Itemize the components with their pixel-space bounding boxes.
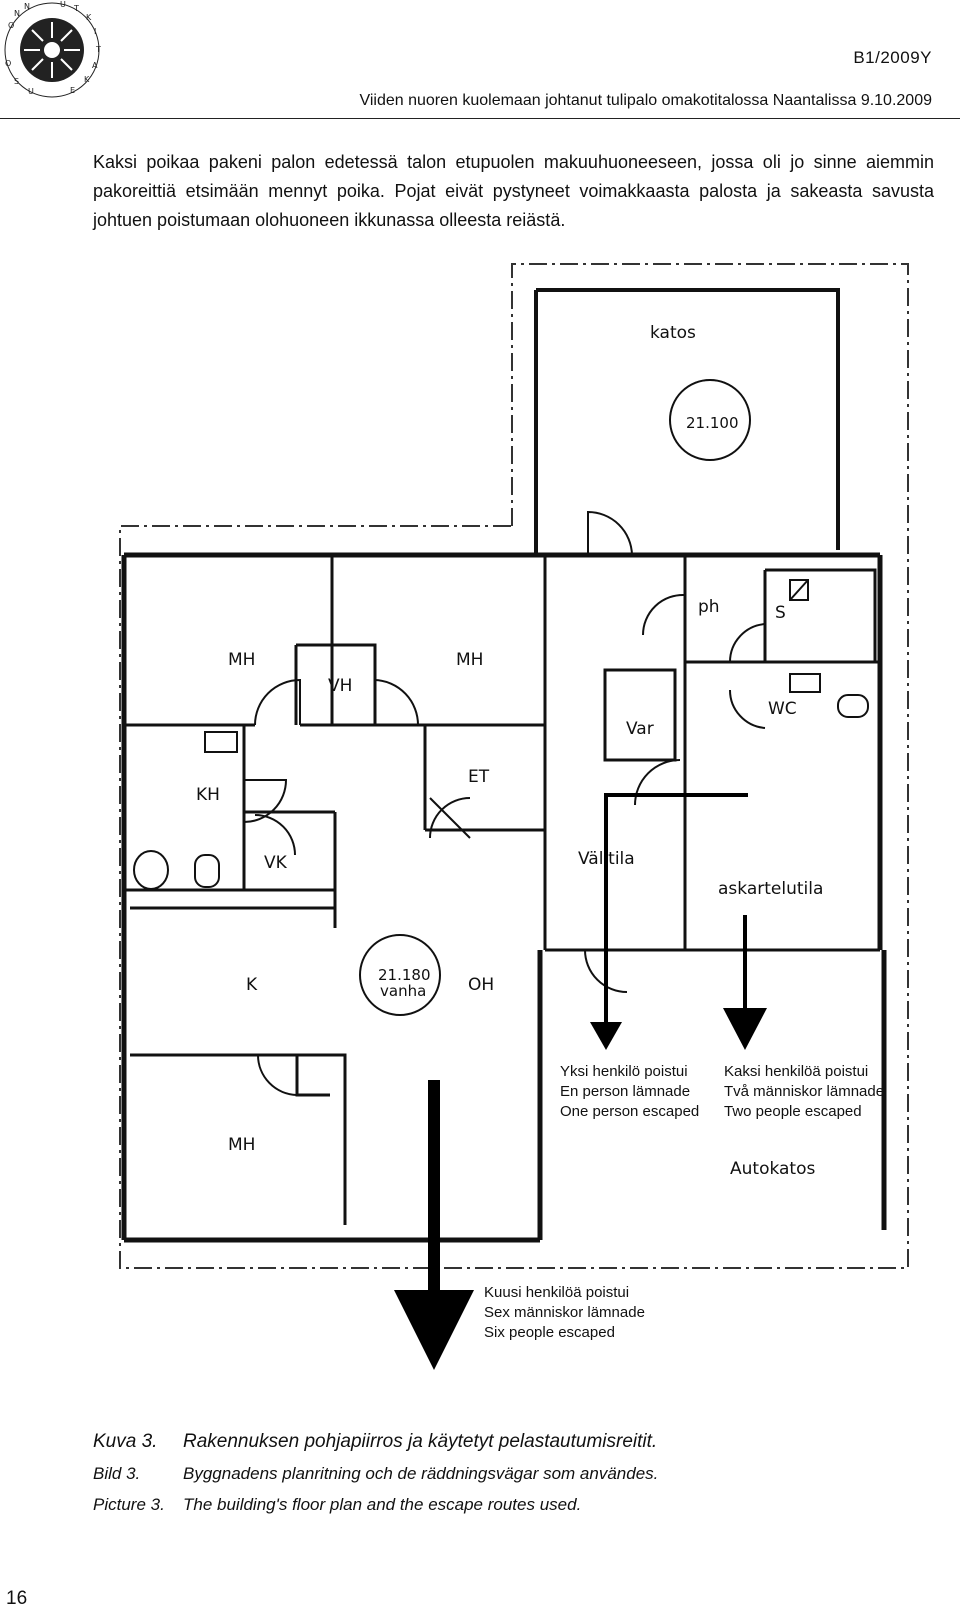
elevation-katos: 21.100 [686, 414, 739, 432]
escape-note-six-en: Six people escaped [484, 1324, 615, 1341]
escape-note-six-fi: Kuusi henkilöä poistui [484, 1284, 629, 1301]
room-label-vh: VH [328, 676, 352, 696]
room-label-ph: ph [698, 597, 720, 617]
svg-text:A: A [92, 61, 98, 70]
room-label-mh-3: MH [228, 1135, 255, 1155]
intro-paragraph: Kaksi poikaa pakeni palon edetessä talon… [93, 152, 934, 230]
room-label-var: Var [626, 719, 654, 739]
page-number: 16 [6, 1588, 28, 1609]
caption-fi-label: Kuva 3. [93, 1431, 158, 1452]
svg-text:K: K [86, 13, 92, 22]
escape-note-one-fi: Yksi henkilö poistui [560, 1063, 688, 1080]
svg-text:N: N [14, 9, 20, 18]
room-label-et: ET [468, 767, 490, 787]
escape-route-one [590, 793, 748, 1050]
svg-text:O: O [8, 21, 14, 30]
room-label-katos: katos [650, 323, 696, 343]
svg-text:N: N [24, 2, 30, 11]
escape-note-one-sv: En person lämnade [560, 1083, 690, 1100]
caption-sv-text: Byggnadens planritning och de räddningsv… [183, 1464, 659, 1483]
room-label-k: K [246, 975, 258, 995]
room-label-askartelutila: askartelutila [718, 879, 823, 899]
room-label-s: S [775, 603, 786, 623]
svg-text:E: E [70, 86, 75, 95]
room-label-kh: KH [196, 785, 220, 805]
caption-sv: Bild 3. Byggnadens planritning och de rä… [93, 1458, 658, 1489]
header-rule [0, 118, 960, 119]
room-label-oh: OH [468, 975, 494, 995]
caption-en: Picture 3. The building's floor plan and… [93, 1489, 658, 1520]
escape-note-six-sv: Sex människor lämnade [484, 1304, 645, 1321]
room-label-wc: WC [768, 699, 797, 719]
escape-note-two-en: Two people escaped [724, 1103, 862, 1120]
svg-text:O: O [5, 59, 11, 68]
svg-text:T: T [95, 45, 101, 54]
caption-fi-text: Rakennuksen pohjapiirros ja käytetyt pel… [183, 1431, 658, 1452]
room-label-vk: VK [264, 853, 288, 873]
figure-caption: Kuva 3. Rakennuksen pohjapiirros ja käyt… [93, 1426, 658, 1520]
elevation-main: 21.180 [378, 966, 431, 984]
room-label-autokatos: Autokatos [730, 1159, 816, 1179]
floor-plan: katos 21.100 MH VH MH ph S Var WC KH ET … [119, 263, 909, 1370]
escape-route-two [723, 915, 767, 1050]
caption-sv-label: Bild 3. [93, 1464, 141, 1483]
caption-fi: Kuva 3. Rakennuksen pohjapiirros ja käyt… [93, 1426, 658, 1458]
room-label-mh-2: MH [456, 650, 483, 670]
svg-text:I: I [94, 27, 96, 36]
escape-route-six [394, 1080, 474, 1370]
escape-note-two-fi: Kaksi henkilöä poistui [724, 1063, 868, 1080]
room-label-mh-1: MH [228, 650, 255, 670]
svg-text:T: T [73, 4, 79, 13]
escape-note-one-en: One person escaped [560, 1103, 699, 1120]
caption-en-label: Picture 3. [93, 1495, 165, 1514]
caption-en-text: The building's floor plan and the escape… [183, 1495, 582, 1514]
escape-note-two-sv: Två människor lämnade [724, 1083, 884, 1100]
svg-text:S: S [14, 77, 19, 86]
elevation-main-note: vanha [380, 982, 426, 1000]
svg-text:K: K [84, 75, 90, 84]
header-title: Viiden nuoren kuolemaan johtanut tulipal… [359, 92, 932, 109]
svg-text:U: U [60, 0, 66, 9]
report-code: B1/2009Y [853, 48, 932, 67]
svg-text:U: U [28, 87, 34, 96]
